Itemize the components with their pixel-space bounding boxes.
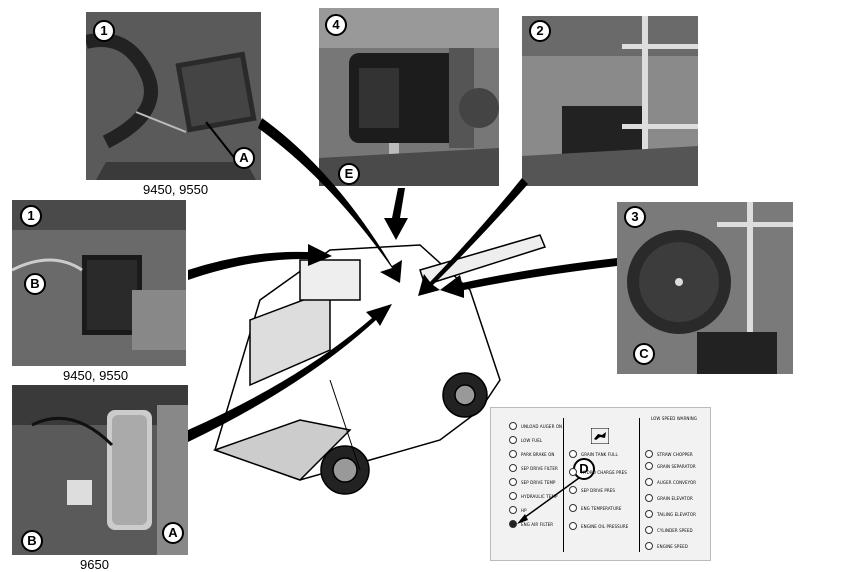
- combine-illustration: [212, 234, 547, 495]
- lamp-unload-auger-on: [509, 422, 517, 430]
- label-eng-air-filter: ENG AIR FILTER: [521, 522, 554, 527]
- label-hp: HP: [521, 508, 527, 513]
- lamp-sep-drive-pres: [569, 486, 577, 494]
- label-eng-temperature: ENG TEMPERATURE: [581, 506, 622, 511]
- lamp-grain-tank-full: [569, 450, 577, 458]
- pointer-arrow-d: [517, 477, 580, 524]
- caption-9450-9550-left: 9450, 9550: [63, 368, 129, 383]
- caption-9450-9550-top: 9450, 9550: [143, 182, 209, 197]
- photo-image: [319, 8, 499, 186]
- panel-divider-left: [563, 418, 564, 552]
- lamp-eng-temperature: [569, 504, 577, 512]
- photo-image: [12, 385, 188, 555]
- photo-fuel-filter-9450-9550-top: [86, 12, 261, 180]
- lamp-tailing-elevator: [645, 510, 653, 518]
- label-a-9650: A: [162, 522, 184, 544]
- label-engine-speed: ENGINE SPEED: [657, 544, 688, 549]
- label-tailing-elevator: TAILING ELEVATOR: [657, 512, 696, 517]
- caption-9650: 9650: [80, 557, 109, 572]
- callout-3: 3: [624, 206, 646, 228]
- label-unload-auger-on: UNLOAD AUGER ON: [521, 424, 563, 429]
- label-grain-separator: GRAIN SEPARATOR: [657, 464, 696, 469]
- label-hydro-charge-pres: HYDRO CHARGE PRES: [581, 470, 627, 475]
- warning-light-panel: D UNLOAD AUGER ON LOW FUEL PARK BRAKE ON…: [490, 407, 711, 561]
- photo-air-filter-4: [319, 8, 499, 186]
- label-a-top: A: [233, 147, 255, 169]
- photo-batteries-2: [522, 16, 698, 186]
- photo-image: [522, 16, 698, 186]
- lamp-sep-drive-filter: [509, 464, 517, 472]
- lamp-low-fuel: [509, 436, 517, 444]
- lamp-auger-conveyor: [645, 478, 653, 486]
- label-b-left: B: [24, 273, 46, 295]
- lamp-hp: [509, 506, 517, 514]
- callout-1-left: 1: [20, 205, 42, 227]
- label-sep-drive-filter: SEP DRIVE FILTER: [521, 466, 558, 471]
- lamp-cylinder-speed: [645, 526, 653, 534]
- label-sep-drive-temp: SEP DRIVE TEMP: [521, 480, 556, 485]
- photo-precleaner-3: [617, 202, 793, 374]
- label-low-fuel: LOW FUEL: [521, 438, 543, 443]
- lamp-park-brake-on: [509, 450, 517, 458]
- low-speed-warning-header: LOW SPEED WARNING: [651, 416, 698, 421]
- label-sep-drive-pres: SEP DRIVE PRES: [581, 488, 615, 493]
- label-c: C: [633, 343, 655, 365]
- label-hydraulic-temp: HYDRAULIC TEMP: [521, 494, 558, 499]
- deer-logo-icon: [591, 428, 609, 444]
- lamp-straw-chopper: [645, 450, 653, 458]
- lamp-hydro-charge-pres: [569, 468, 577, 476]
- pointer-arrows: [188, 118, 617, 442]
- label-straw-chopper: STRAW CHOPPER: [657, 452, 693, 457]
- lamp-hydraulic-temp: [509, 492, 517, 500]
- lamp-engine-speed: [645, 542, 653, 550]
- label-cylinder-speed: CYLINDER SPEED: [657, 528, 693, 533]
- callout-2: 2: [529, 20, 551, 42]
- lamp-engine-oil-pressure: [569, 522, 577, 530]
- label-e: E: [338, 163, 360, 185]
- label-auger-conveyor: AUGER CONVEYOR: [657, 480, 697, 485]
- callout-4: 4: [325, 14, 347, 36]
- label-park-brake-on: PARK BRAKE ON: [521, 452, 555, 457]
- panel-divider-right: [639, 418, 640, 552]
- lamp-grain-separator: [645, 462, 653, 470]
- photo-image: [86, 12, 261, 180]
- photo-fuel-filter-9650: [12, 385, 188, 555]
- lamp-grain-elevator: [645, 494, 653, 502]
- label-grain-tank-full: GRAIN TANK FULL: [581, 452, 618, 457]
- label-b-9650: B: [21, 530, 43, 552]
- lamp-sep-drive-temp: [509, 478, 517, 486]
- lamp-eng-air-filter: [509, 520, 517, 528]
- callout-1-top: 1: [93, 20, 115, 42]
- label-engine-oil-pressure: ENGINE OIL PRESSURE: [581, 524, 629, 529]
- label-grain-elevator: GRAIN ELEVATOR: [657, 496, 693, 501]
